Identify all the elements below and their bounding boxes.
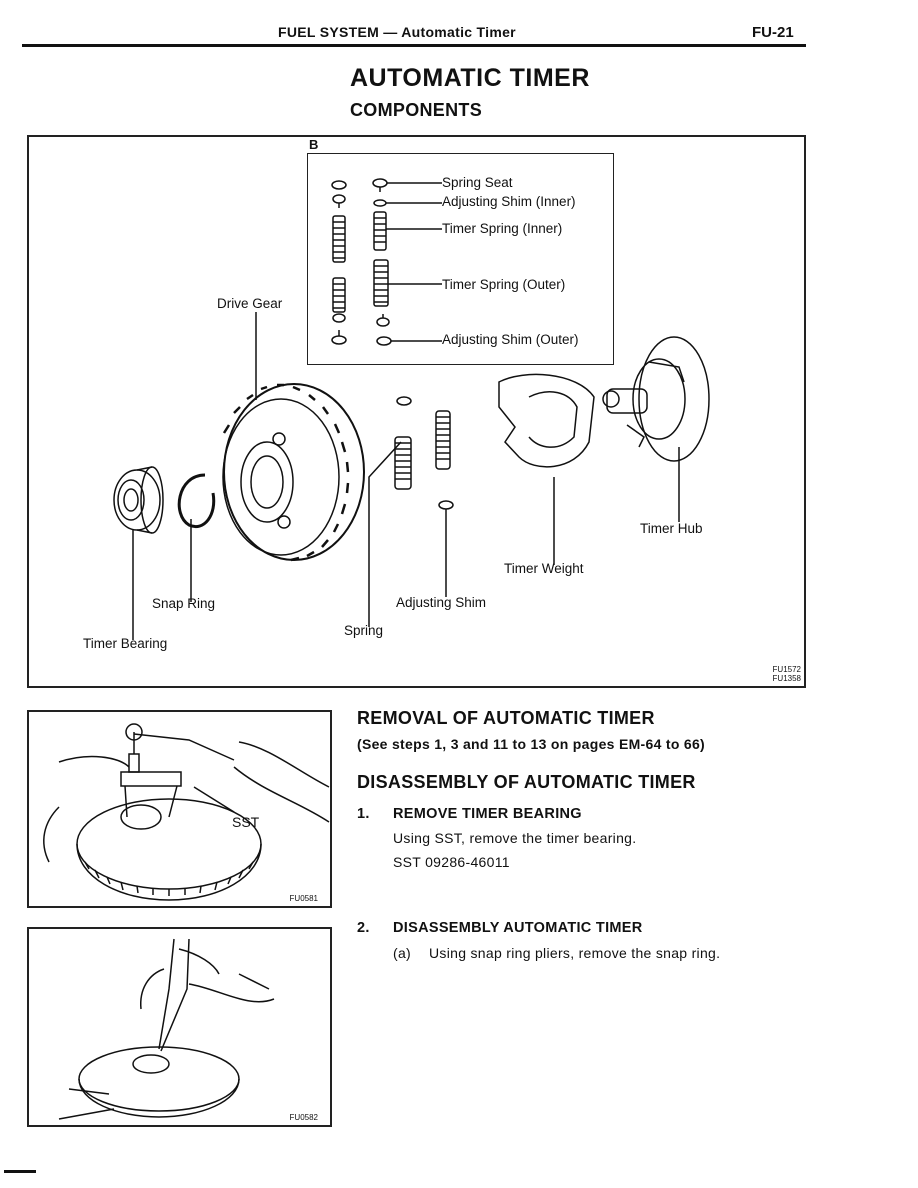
callout-timer-weight: Timer Weight (504, 561, 584, 576)
sst-illustration (43, 723, 330, 901)
inset-callout-timer-spring-outer: Timer Spring (Outer) (442, 277, 566, 292)
step-2-number: 2. (357, 920, 370, 936)
timer-bearing-shape (113, 469, 161, 531)
spring-kit-drawing (331, 178, 442, 346)
running-header: FUEL SYSTEM — Automatic Timer (278, 24, 516, 40)
components-diagram: Drive Gear Timer Hub Timer Weight Snap R… (27, 135, 806, 688)
inset-callout-adjusting-shim-outer: Adjusting Shim (Outer) (442, 332, 579, 347)
step-2-title: DISASSEMBLY AUTOMATIC TIMER (393, 920, 643, 936)
snap-ring-shape (177, 473, 216, 529)
exploded-view-drawing (113, 312, 710, 640)
page-number: FU-21 (752, 24, 794, 41)
callout-snap-ring: Snap Ring (152, 596, 216, 611)
figure-remove-snap-ring: FU0582 (27, 927, 332, 1127)
snap-ring-pliers-illustration (58, 938, 275, 1120)
inset-callout-adjusting-shim-inner: Adjusting Shim (Inner) (442, 194, 576, 209)
figure-remove-bearing: SST FU0581 (27, 710, 332, 908)
figure-codes: FU1572 FU1358 (772, 665, 801, 683)
removal-note: (See steps 1, 3 and 11 to 13 on pages EM… (357, 736, 706, 752)
step-1-title: REMOVE TIMER BEARING (393, 806, 582, 822)
figure-code: FU0581 (289, 894, 318, 903)
callout-timer-bearing: Timer Bearing (83, 636, 168, 651)
timer-weight-shape (498, 373, 595, 468)
removal-heading: REMOVAL OF AUTOMATIC TIMER (357, 708, 655, 728)
inset-callout-timer-spring-inner: Timer Spring (Inner) (442, 221, 563, 236)
inset-callout-spring-seat: Spring Seat (442, 175, 513, 190)
callout-adjusting-shim: Adjusting Shim (396, 595, 487, 610)
footer-mark (4, 1170, 36, 1173)
disassembly-heading: DISASSEMBLY OF AUTOMATIC TIMER (357, 772, 696, 792)
step-1-number: 1. (357, 806, 370, 822)
step-2a-mark: (a) (393, 945, 412, 961)
callout-spring: Spring (344, 623, 384, 638)
drive-gear-shape (223, 383, 365, 561)
sst-label: SST (232, 814, 260, 830)
callout-drive-gear: Drive Gear (217, 296, 283, 311)
section-subtitle: COMPONENTS (350, 100, 483, 120)
figure-code: FU0582 (289, 1113, 318, 1122)
page-title: AUTOMATIC TIMER (350, 64, 590, 92)
inset-label: B (309, 137, 319, 152)
step-1-line-1: Using SST, remove the timer bearing. (393, 830, 637, 846)
timer-hub-shape (638, 336, 710, 462)
header-rule (22, 44, 806, 47)
callout-timer-hub: Timer Hub (640, 521, 703, 536)
step-2a-text: Using snap ring pliers, remove the snap … (429, 945, 721, 961)
inset-spring-kit: Spring Seat Adjusting Shim (Inner) Timer… (307, 153, 614, 365)
step-1-line-2: SST 09286-46011 (393, 854, 510, 870)
